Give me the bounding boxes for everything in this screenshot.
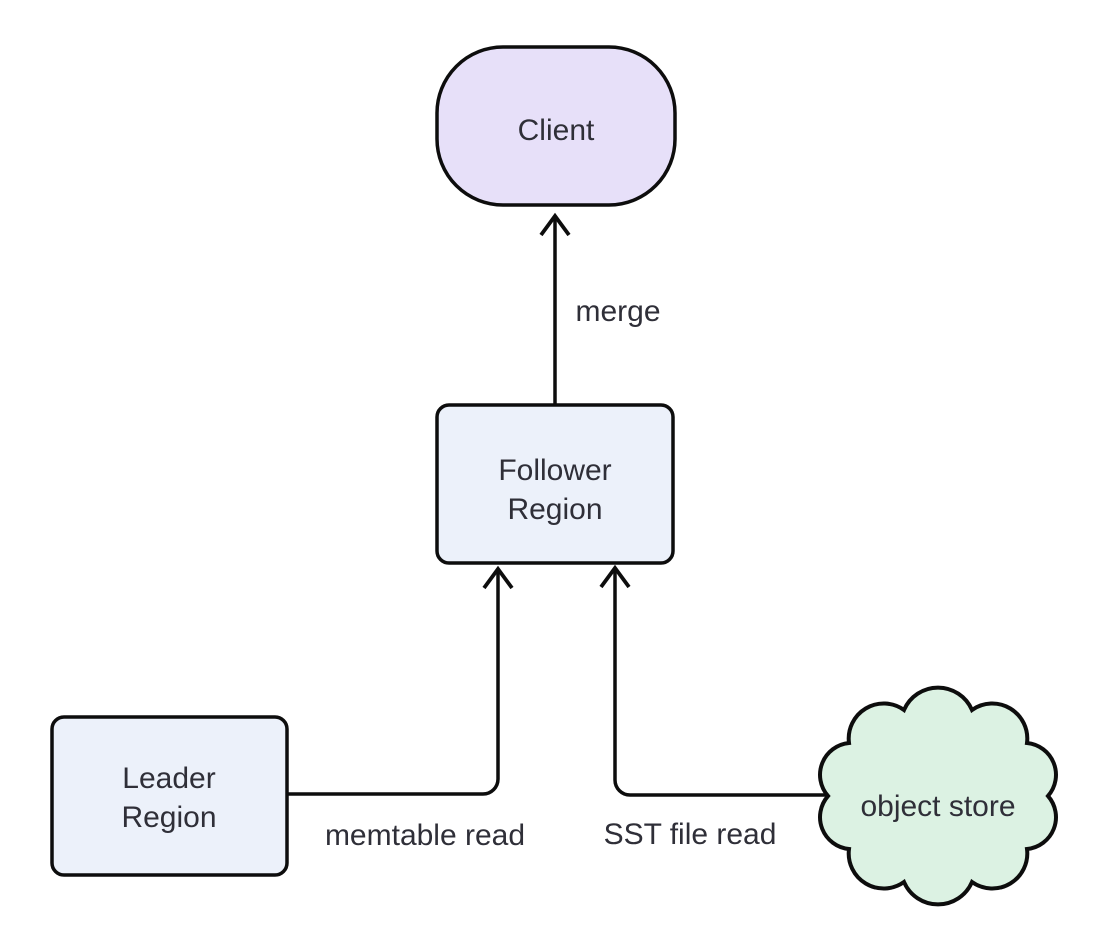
client-label: Client — [518, 114, 595, 147]
object-store-label: object store — [860, 790, 1015, 823]
node-client: Client — [435, 45, 677, 207]
arrowhead-up-icon — [539, 212, 571, 237]
node-leader-region: Leader Region — [50, 715, 289, 877]
node-object-store: object store — [818, 685, 1058, 907]
edge-sst-file-read-line — [613, 571, 828, 797]
follower-region-shape — [435, 403, 675, 565]
edge-merge-label: merge — [575, 295, 660, 328]
leader-region-label-line1: Leader — [122, 762, 215, 795]
edge-memtable-read-label: memtable read — [325, 819, 525, 852]
arrowhead-up-icon — [599, 564, 631, 589]
edge-memtable-read-line — [287, 572, 500, 796]
object-store-cloud-shape — [818, 685, 1058, 907]
follower-region-label-line2: Region — [507, 493, 602, 526]
follower-region-label-line1: Follower — [498, 454, 611, 487]
leader-region-label-line2: Region — [121, 801, 216, 834]
node-follower-region: Follower Region — [435, 403, 675, 565]
edge-merge: merge — [539, 212, 661, 405]
edge-sst-file-read: SST file read — [599, 564, 828, 851]
leader-region-shape — [50, 715, 289, 877]
edge-sst-file-read-label: SST file read — [604, 818, 777, 851]
edge-memtable-read: memtable read — [287, 565, 525, 852]
client-shape — [435, 45, 677, 207]
arrowhead-up-icon — [482, 565, 514, 590]
